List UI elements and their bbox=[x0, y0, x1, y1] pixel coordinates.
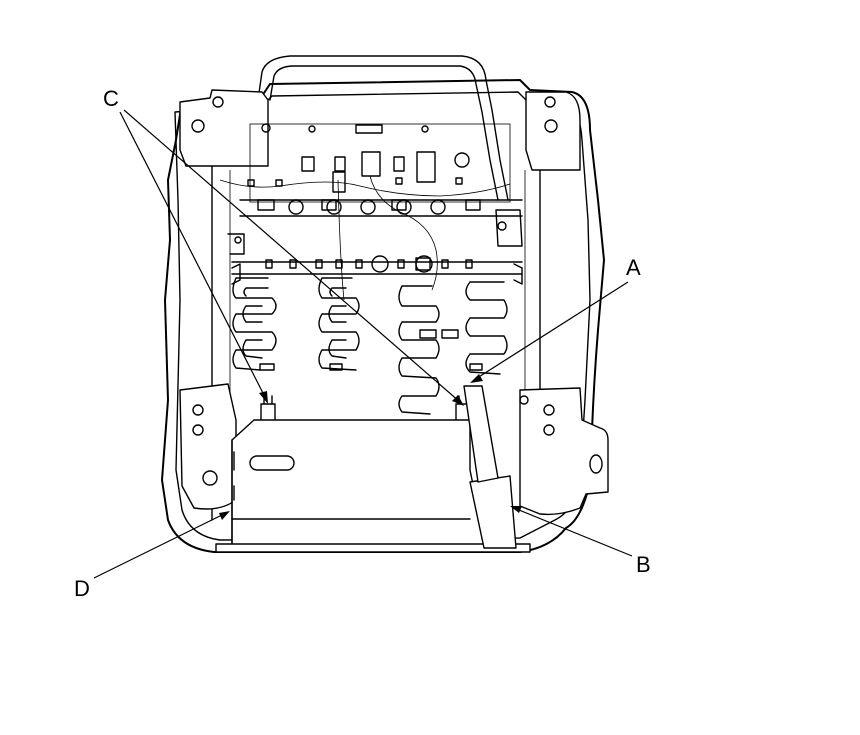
callout-a-label: A bbox=[626, 255, 641, 280]
wiring-harness-upper bbox=[219, 123, 511, 301]
cover-d bbox=[215, 419, 531, 553]
leader-d bbox=[93, 511, 230, 579]
seat-springs bbox=[232, 277, 508, 415]
left-lower-bracket bbox=[179, 383, 237, 510]
leader-b bbox=[510, 506, 633, 557]
left-upper-bracket bbox=[179, 89, 271, 167]
leader-c-left bbox=[119, 111, 268, 404]
right-upper-bracket bbox=[525, 91, 581, 171]
harness-wire-a bbox=[463, 385, 499, 483]
rear-loop-bar bbox=[257, 55, 509, 201]
callout-c-label: C bbox=[103, 86, 119, 111]
leader-c-right bbox=[123, 109, 464, 406]
clip-c-left bbox=[260, 395, 276, 423]
callout-d-label: D bbox=[74, 576, 90, 601]
callout-b-label: B bbox=[636, 552, 651, 577]
right-lower-bracket bbox=[519, 387, 609, 516]
side-clips bbox=[227, 209, 523, 255]
leader-a bbox=[470, 281, 629, 383]
spring-mounting-bar bbox=[231, 255, 523, 285]
front-cross-bar bbox=[239, 199, 523, 217]
